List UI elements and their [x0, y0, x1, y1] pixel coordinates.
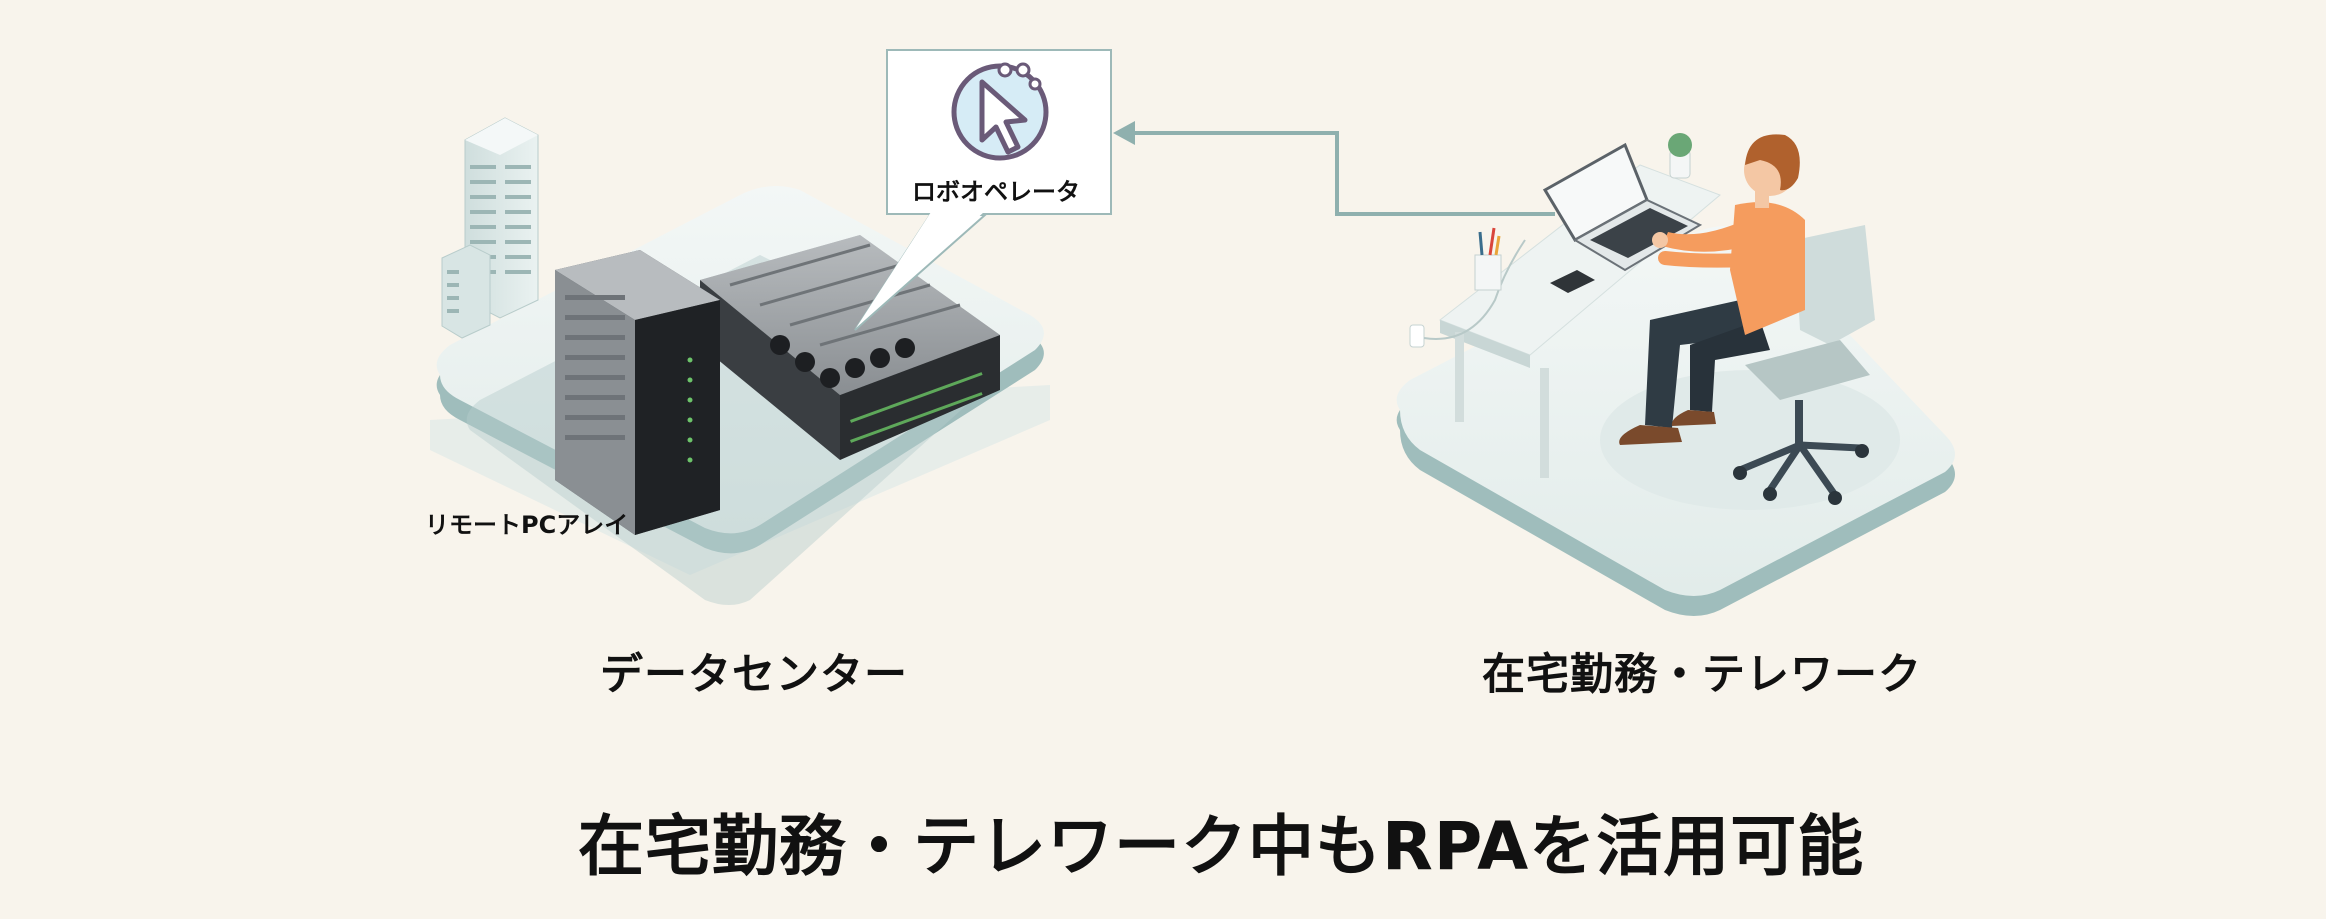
robo-operator-label: ロボオペレータ: [912, 178, 1080, 206]
data-center-label: データセンター: [600, 650, 908, 700]
connector-arrow: [1113, 121, 1555, 216]
telework-label: 在宅勤務・テレワーク: [1482, 650, 1922, 700]
desk-icon: [1409, 133, 1721, 478]
office-chair-icon: [1733, 225, 1875, 505]
cursor-pointer-icon: [951, 62, 1049, 161]
server-rack-icon: [555, 235, 1000, 535]
headline: 在宅勤務・テレワーク中もRPAを活用可能: [578, 808, 1865, 885]
remote-pc-array-label: リモートPCアレイ: [425, 511, 629, 539]
office-building-icon: [441, 117, 539, 339]
person-at-desk-icon: [1619, 134, 1805, 445]
